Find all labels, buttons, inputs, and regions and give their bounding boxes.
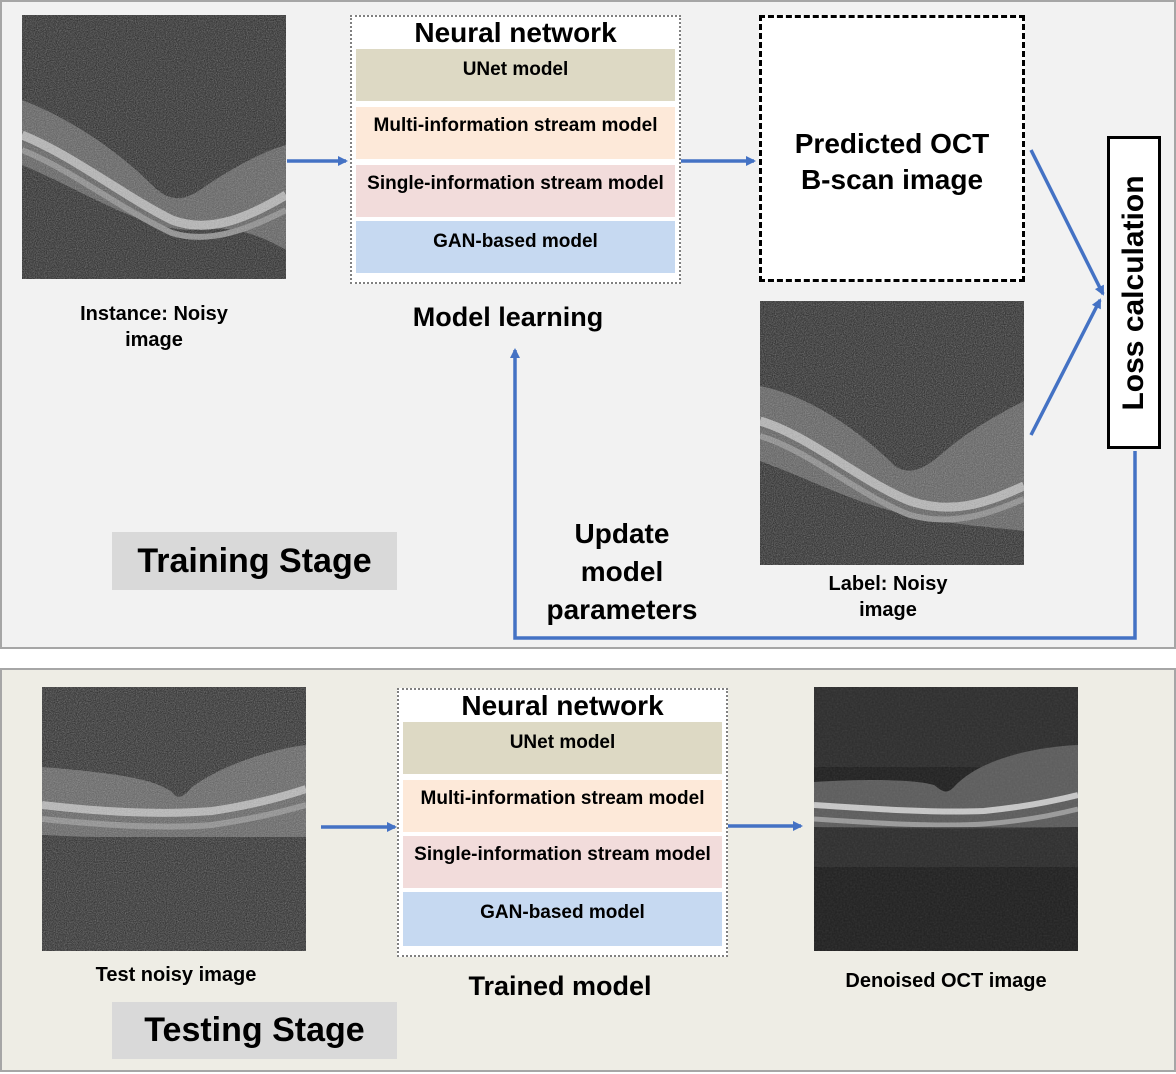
testing-nn-title: Neural network xyxy=(461,690,664,721)
predicted-oct-text: Predicted OCT B-scan image xyxy=(762,126,1022,198)
training-nn-row-gan: GAN-based model xyxy=(356,221,675,273)
training-stage-tag: Training Stage xyxy=(112,532,397,590)
label-line1: Label: Noisy xyxy=(828,573,948,595)
instance-noisy-oct-image xyxy=(22,15,286,279)
instance-label-line1: Instance: Noisy xyxy=(80,303,228,325)
label-line2: image xyxy=(859,599,917,621)
testing-stage-tag: Testing Stage xyxy=(112,1002,397,1059)
training-nn-title: Neural network xyxy=(414,17,617,48)
testing-nn-row-single: Single-information stream model xyxy=(403,836,722,888)
predicted-line1: Predicted OCT xyxy=(794,128,990,159)
denoised-image-label: Denoised OCT image xyxy=(845,970,1047,992)
testing-nn-row-multi: Multi-information stream model xyxy=(403,780,722,832)
predicted-oct-box: Predicted OCT B-scan image xyxy=(759,15,1025,282)
test-noisy-oct-image xyxy=(42,687,306,951)
training-neural-network-box: Neural network UNet model Multi-informat… xyxy=(350,15,681,284)
loss-calculation-box: Loss calculation xyxy=(1107,136,1161,449)
testing-neural-network-box: Neural network UNet model Multi-informat… xyxy=(397,688,728,957)
testing-nn-row-unet: UNet model xyxy=(403,722,722,774)
label-image-label: Label: Noisy image xyxy=(788,571,988,623)
testing-nn-row-gan: GAN-based model xyxy=(403,892,722,946)
training-nn-row-multi: Multi-information stream model xyxy=(356,107,675,159)
update-line2: model xyxy=(580,555,664,587)
training-nn-row-single: Single-information stream model xyxy=(356,165,675,217)
instance-label-line2: image xyxy=(125,329,183,351)
denoised-oct-image xyxy=(814,687,1078,951)
loss-calculation-text: Loss calculation xyxy=(1117,174,1150,411)
instance-label: Instance: Noisy image xyxy=(54,301,254,353)
predicted-line2: B-scan image xyxy=(800,164,984,195)
update-parameters-label: Update model parameters xyxy=(522,515,722,628)
label-noisy-oct-image xyxy=(760,301,1024,565)
update-line1: Update xyxy=(574,518,670,549)
update-line3: parameters xyxy=(546,593,698,625)
training-nn-row-unet: UNet model xyxy=(356,49,675,101)
model-learning-label: Model learning xyxy=(412,302,604,332)
trained-model-label: Trained model xyxy=(468,971,652,1001)
test-noisy-image-label: Test noisy image xyxy=(95,964,257,986)
